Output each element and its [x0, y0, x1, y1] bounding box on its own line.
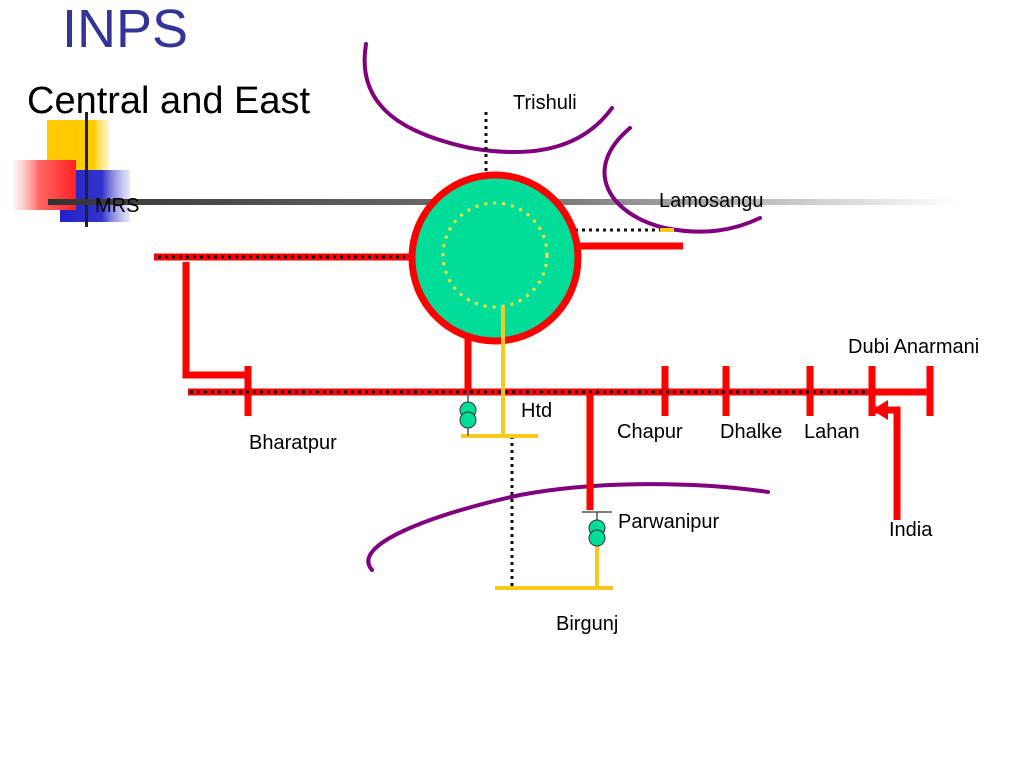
river-south	[366, 482, 770, 572]
label-bharatpur: Bharatpur	[249, 432, 337, 454]
label-trishuli: Trishuli	[513, 92, 577, 114]
decor-black-vertical	[85, 112, 88, 227]
india-arrow	[872, 400, 888, 420]
label-parwanipur: Parwanipur	[618, 511, 720, 533]
label-lamosangu: Lamosangu	[659, 190, 764, 212]
river-lamosangu	[602, 126, 762, 234]
label-dhalke: Dhalke	[720, 421, 783, 443]
label-birgunj: Birgunj	[556, 613, 619, 635]
line-bharatpur-drop	[182, 262, 248, 379]
label-chapur: Chapur	[617, 421, 683, 443]
label-mrs: MRS	[95, 195, 140, 217]
label-dubi-anarmani: Dubi Anarmani	[848, 336, 980, 358]
yellow-lines	[461, 306, 613, 590]
label-htd: Htd	[521, 400, 553, 422]
slide-subtitle: Central and East	[27, 80, 311, 122]
decor-squares	[14, 112, 130, 227]
line-india	[872, 406, 901, 520]
transformer-icon	[459, 392, 477, 436]
rivers	[362, 42, 770, 572]
central-hub-ring	[441, 201, 549, 309]
central-hub-node	[408, 171, 582, 345]
label-lahan: Lahan	[804, 421, 860, 443]
transformer-icon	[582, 511, 612, 547]
river-trishuli	[362, 42, 614, 155]
label-india: India	[889, 519, 933, 541]
slide-title: INPS	[62, 0, 189, 59]
